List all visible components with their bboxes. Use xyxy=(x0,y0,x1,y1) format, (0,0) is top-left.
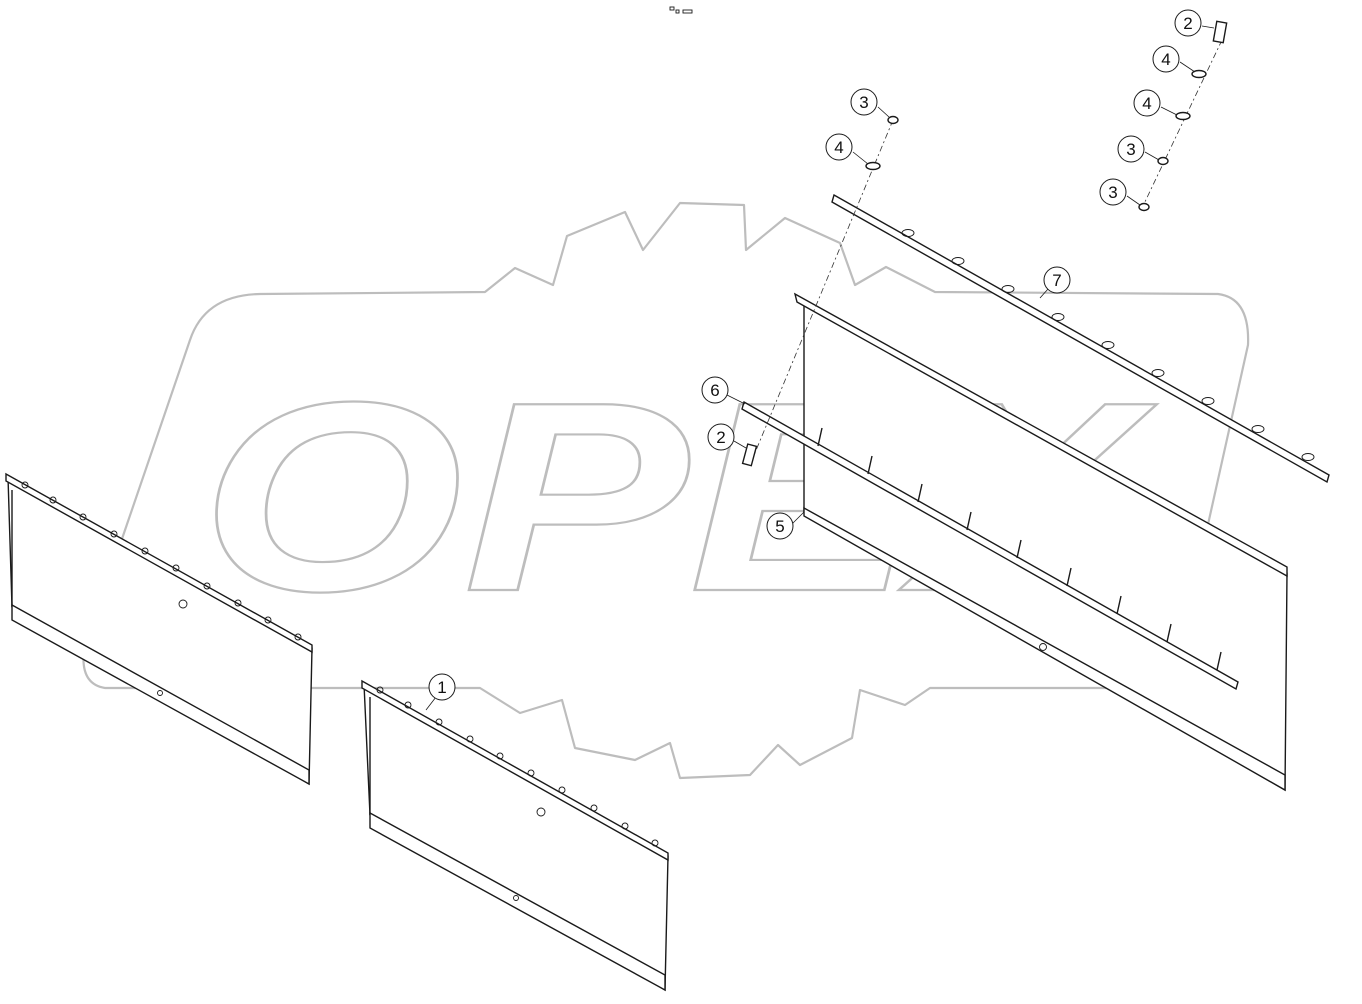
handle-middle xyxy=(536,807,546,817)
callout-1: 1 xyxy=(428,673,456,701)
callout-2a: 2 xyxy=(1174,9,1202,37)
callout-3c: 3 xyxy=(850,88,878,116)
svg-text:4: 4 xyxy=(834,138,843,157)
callouts: 2 4 4 3 3 3 4 7 6 2 5 1 xyxy=(425,9,1215,711)
callout-4c: 4 xyxy=(825,133,853,161)
callout-6: 6 xyxy=(701,376,729,404)
svg-text:6: 6 xyxy=(710,381,719,400)
callout-7: 7 xyxy=(1043,266,1071,294)
bolt-right xyxy=(1212,20,1228,44)
header-mark xyxy=(669,6,693,14)
svg-text:5: 5 xyxy=(775,517,784,536)
callout-3b: 3 xyxy=(1099,178,1127,206)
svg-text:3: 3 xyxy=(859,93,868,112)
svg-text:3: 3 xyxy=(1126,140,1135,159)
svg-text:7: 7 xyxy=(1052,271,1061,290)
watermark-gear-outline xyxy=(82,201,1250,780)
callout-4b: 4 xyxy=(1133,89,1161,117)
handle-left xyxy=(178,599,188,609)
svg-text:2: 2 xyxy=(716,428,725,447)
panel-assembly-middle xyxy=(361,679,669,992)
callout-2b: 2 xyxy=(707,423,735,451)
clamp-row xyxy=(901,229,1315,461)
rod-strip xyxy=(741,400,1239,691)
svg-text:2: 2 xyxy=(1183,14,1192,33)
large-panel xyxy=(793,292,1288,792)
bolt-middle xyxy=(741,443,758,467)
svg-text:4: 4 xyxy=(1142,94,1151,113)
bolt-row-middle xyxy=(376,686,659,847)
svg-text:4: 4 xyxy=(1161,50,1170,69)
callout-5: 5 xyxy=(766,512,794,540)
clamp-strip xyxy=(831,193,1330,484)
callout-3a: 3 xyxy=(1117,135,1145,163)
svg-text:3: 3 xyxy=(1108,183,1117,202)
stud-row xyxy=(817,427,1222,671)
panel-assembly-left xyxy=(5,472,313,786)
fastener-stack-right xyxy=(1138,20,1228,212)
svg-text:1: 1 xyxy=(437,678,446,697)
bolt-row-left xyxy=(21,481,302,641)
callout-4a: 4 xyxy=(1152,45,1180,73)
fastener-stack-middle xyxy=(741,115,899,467)
